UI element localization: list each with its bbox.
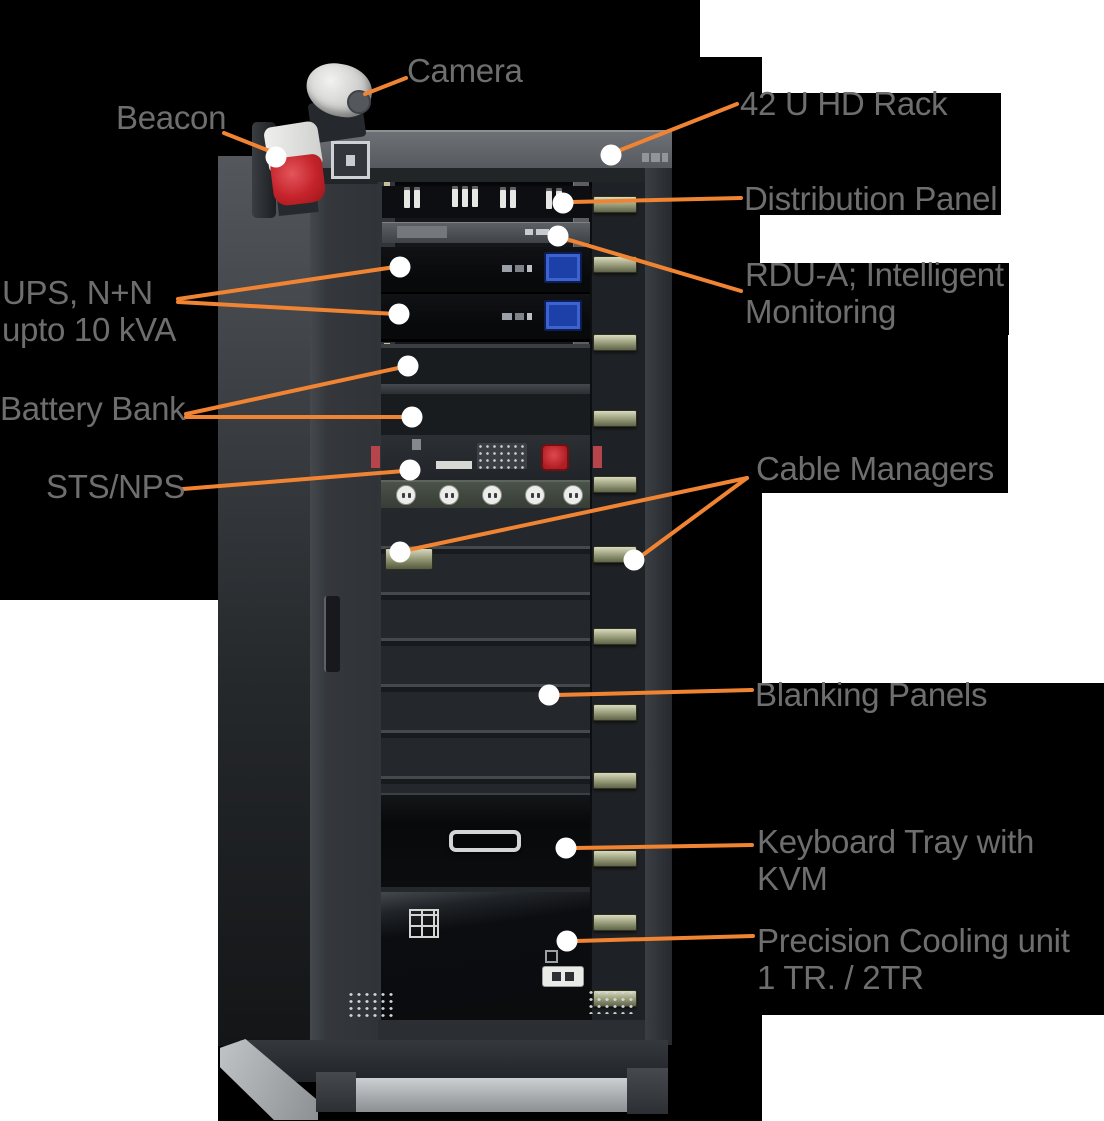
background-patch [1008,335,1104,493]
label-blanking-panels: Blanking Panels [755,676,988,713]
cable-manager-ring [593,196,637,213]
keyboard-tray [381,793,590,887]
cable-manager-ring [593,476,637,493]
cooling-detail [545,950,558,963]
base-corner-block [316,1072,356,1112]
background-patch [1001,93,1104,215]
vent-cluster [587,989,633,1014]
background-patch [762,1015,1104,1121]
breaker-group [404,190,420,208]
cable-manager-ring [593,410,637,427]
label-keyboard-tray: Keyboard Tray with KVM [757,823,1035,897]
sts-label-strip [436,461,472,469]
cooling-vent-grille [409,909,439,938]
rack-side-panel [218,156,312,1046]
rdu-text-mark [525,229,549,235]
rack-right-column [588,182,645,1020]
base-skirt-front [316,1078,668,1112]
cooling-badge [542,966,584,987]
label-rdu-monitoring: RDU-A; Intelligent Monitoring [745,256,1004,330]
label-42u-hd-rack: 42 U HD Rack [740,85,948,122]
power-outlet [563,485,583,505]
rack-right-edge [645,168,672,1045]
background-patch [1009,263,1104,335]
power-outlet [439,485,459,505]
power-outlet [396,485,416,505]
cable-manager-ring [593,546,637,563]
label-cable-managers: Cable Managers [756,450,994,487]
background-patch [700,0,1104,57]
label-beacon: Beacon [116,99,227,136]
breaker-group [452,189,478,207]
power-outlet [525,485,545,505]
sts-mount-ear [371,446,380,468]
power-outlet [482,485,502,505]
background-patch [0,600,218,1121]
label-sts-nps: STS/NPS [46,468,186,505]
cable-manager [385,548,433,570]
brand-mark [642,153,668,162]
sts-keypad [477,443,527,469]
sts-red-button [541,444,569,471]
label-distribution-panel: Distribution Panel [744,180,998,217]
label-ups: UPS, N+N upto 10 kVA [2,274,177,348]
keyboard-tray-handle [449,830,521,852]
background-patch [762,57,1104,93]
cable-manager-ring [593,850,637,867]
background-patch [760,215,1104,263]
rack-front-lip [300,168,672,184]
rdu-display [397,226,447,238]
sts-mark [412,439,421,450]
ups-display-2 [544,300,582,331]
breaker-group [546,191,562,209]
logo-plate [331,141,370,179]
ups-text-mark [502,313,532,320]
vent-cluster [347,991,393,1019]
rack-door-column [310,184,378,1040]
ups-text-mark [502,265,532,272]
sts-mount-ear [593,446,602,468]
cable-manager-ring [593,772,637,789]
label-camera: Camera [407,52,523,89]
breaker-group [500,190,516,208]
label-precision-cooling: Precision Cooling unit 1 TR. / 2TR [757,922,1070,996]
door-handle [324,596,340,672]
cable-manager-ring [593,914,637,931]
cable-manager-ring [593,628,637,645]
cable-manager-ring [593,334,637,351]
beacon-device-red [269,153,327,207]
label-battery-bank: Battery Bank [0,390,186,427]
background-patch [762,493,1104,683]
battery-shelf-divider [381,384,590,392]
cable-manager-ring [593,704,637,721]
rack-plinth [240,1040,668,1082]
battery-shelf-2 [381,392,590,435]
camera-lens [347,90,371,114]
ups-display-1 [544,252,582,283]
cable-manager-ring [593,256,637,273]
battery-shelf-1 [381,344,590,388]
base-corner-block [627,1068,668,1114]
